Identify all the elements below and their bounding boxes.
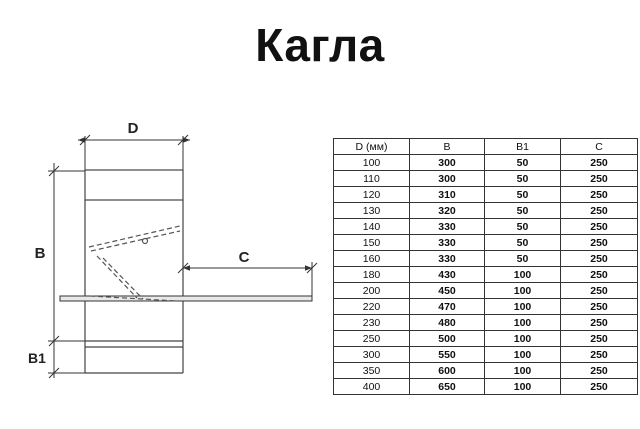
cell-c: 250 — [560, 298, 638, 315]
cell-c: 250 — [560, 330, 638, 347]
cell-b: 330 — [409, 234, 485, 251]
cell-b: 300 — [409, 154, 485, 171]
dimension-c — [177, 262, 318, 296]
cell-d: 100 — [333, 154, 410, 171]
cell-b1: 100 — [484, 282, 561, 299]
table-header-row: D (мм) B B1 C — [333, 138, 638, 155]
dimension-c-label: C — [239, 249, 250, 266]
cell-b: 450 — [409, 282, 485, 299]
cell-b: 550 — [409, 346, 485, 363]
cell-c: 250 — [560, 346, 638, 363]
cell-d: 200 — [333, 282, 410, 299]
cell-b1: 50 — [484, 202, 561, 219]
damper-blade-dashed — [88, 225, 181, 302]
cell-d: 230 — [333, 314, 410, 331]
cell-d: 180 — [333, 266, 410, 283]
cell-b1: 50 — [484, 186, 561, 203]
header-b1: B1 — [484, 138, 561, 155]
dimension-d — [78, 134, 190, 172]
cell-b: 500 — [409, 330, 485, 347]
cell-b: 480 — [409, 314, 485, 331]
cell-b1: 50 — [484, 250, 561, 267]
page-title: Кагла — [255, 19, 385, 71]
cell-c: 250 — [560, 282, 638, 299]
dimension-b — [48, 163, 90, 379]
cell-b: 330 — [409, 218, 485, 235]
cell-c: 250 — [560, 362, 638, 379]
dimension-b1-label: B1 — [28, 350, 46, 366]
cell-d: 250 — [333, 330, 410, 347]
cell-b: 330 — [409, 250, 485, 267]
cell-b: 430 — [409, 266, 485, 283]
cell-d: 110 — [333, 170, 410, 187]
cell-d: 220 — [333, 298, 410, 315]
cell-b: 300 — [409, 170, 485, 187]
cell-d: 120 — [333, 186, 410, 203]
dimension-d-label: D — [128, 120, 139, 137]
header-d: D (мм) — [333, 138, 410, 155]
cell-b1: 100 — [484, 362, 561, 379]
cell-c: 250 — [560, 378, 638, 395]
cell-b1: 100 — [484, 330, 561, 347]
cell-d: 300 — [333, 346, 410, 363]
cell-d: 130 — [333, 202, 410, 219]
cell-b1: 100 — [484, 266, 561, 283]
cell-d: 160 — [333, 250, 410, 267]
cell-b1: 50 — [484, 154, 561, 171]
cell-b: 320 — [409, 202, 485, 219]
cell-c: 250 — [560, 234, 638, 251]
header-c: C — [560, 138, 638, 155]
cell-c: 250 — [560, 218, 638, 235]
cell-b1: 100 — [484, 298, 561, 315]
cell-b1: 50 — [484, 234, 561, 251]
cell-b1: 50 — [484, 170, 561, 187]
cell-b: 650 — [409, 378, 485, 395]
cell-c: 250 — [560, 202, 638, 219]
cell-b1: 100 — [484, 346, 561, 363]
cell-d: 150 — [333, 234, 410, 251]
cell-d: 350 — [333, 362, 410, 379]
cell-c: 250 — [560, 266, 638, 283]
header-b: B — [409, 138, 485, 155]
damper-body — [84, 169, 184, 374]
cell-b: 310 — [409, 186, 485, 203]
damper-shaft — [59, 295, 313, 302]
cell-b: 470 — [409, 298, 485, 315]
cell-c: 250 — [560, 314, 638, 331]
cell-d: 400 — [333, 378, 410, 395]
cell-d: 140 — [333, 218, 410, 235]
cell-c: 250 — [560, 154, 638, 171]
cell-b1: 50 — [484, 218, 561, 235]
dimension-b-label: B — [35, 245, 46, 262]
cell-b1: 100 — [484, 314, 561, 331]
cell-c: 250 — [560, 186, 638, 203]
cell-c: 250 — [560, 250, 638, 267]
cell-c: 250 — [560, 170, 638, 187]
cell-b: 600 — [409, 362, 485, 379]
cell-b1: 100 — [484, 378, 561, 395]
